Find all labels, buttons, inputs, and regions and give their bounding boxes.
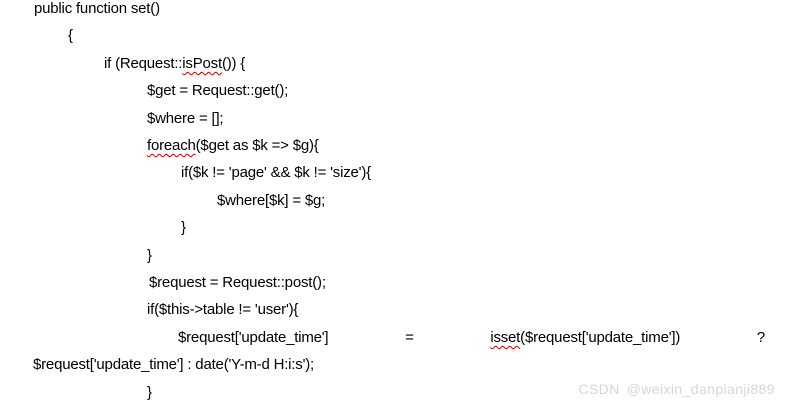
csdn-watermark: CSDN @weixin_danpianji889 [578, 381, 775, 397]
code-word-group: ? [757, 324, 765, 351]
code-word-group: $where = []; [147, 109, 224, 127]
watermark-brand: CSDN [578, 381, 620, 397]
code-token: if($this->table != 'user'){ [147, 301, 299, 319]
code-word-group: if($this->table != 'user'){ [147, 301, 298, 318]
code-token: if (Request:: [104, 54, 183, 72]
code-line: } [0, 242, 805, 269]
code-line: if($k != 'page' && $k != 'size'){ [0, 159, 805, 186]
code-line: public function set() [0, 0, 805, 22]
code-token: $where[$k] = $g; [217, 191, 326, 209]
code-word-group: } [181, 219, 186, 236]
code-line: $where[$k] = $g; [0, 187, 805, 214]
code-line: $get = Request::get(); [0, 77, 805, 104]
code-token: $where = []; [147, 109, 224, 127]
code-line: $request = Request::post(); [0, 269, 805, 296]
code-word-group: } [147, 384, 152, 401]
code-line: foreach($get as $k => $g){ [0, 132, 805, 159]
code-word-group: = [405, 324, 414, 351]
code-word-group: foreach($get as $k => $g){ [147, 137, 319, 154]
code-token: $request = Request::post(); [149, 274, 326, 292]
code-token: $request['update_time'] [178, 328, 329, 346]
code-word-group: { [68, 27, 73, 44]
code-token: $get = Request::get(); [147, 82, 289, 100]
misspelled-word: isset [490, 328, 521, 346]
code-line: $request['update_time'] = isset($request['… [0, 324, 805, 351]
code-line: if($this->table != 'user'){ [0, 296, 805, 323]
code-token: ($get as $k => $g){ [195, 137, 319, 155]
code-word-group: if($k != 'page' && $k != 'size'){ [181, 164, 371, 181]
code-token: ()) { [221, 54, 246, 72]
code-word-group: $where[$k] = $g; [217, 192, 325, 209]
code-word-group: public function set() [34, 0, 160, 17]
code-token: public function set() [34, 0, 160, 17]
code-line: { [0, 22, 805, 49]
code-word-group: $get = Request::get(); [147, 82, 288, 99]
code-word-group: $request = Request::post(); [149, 274, 326, 291]
code-word-group: } [147, 247, 152, 264]
code-line: if (Request::isPost()) { [0, 50, 805, 77]
code-token: ? [756, 328, 765, 346]
watermark-handle: @weixin_danpianji889 [626, 381, 775, 397]
misspelled-word: foreach [147, 137, 196, 155]
code-word-group: $request['update_time'] [178, 324, 329, 351]
code-word-group: if (Request::isPost()) { [104, 55, 245, 72]
code-line: $where = []; [0, 105, 805, 132]
misspelled-word: isPost [182, 54, 222, 72]
code-line: $request['update_time'] : date('Y-m-d H:… [0, 351, 805, 378]
code-token: { [68, 27, 73, 45]
code-word-group: isset($request['update_time']) [490, 324, 680, 351]
code-token: if($k != 'page' && $k != 'size'){ [181, 164, 371, 182]
code-token: ($request['update_time']) [520, 328, 681, 346]
code-token: } [181, 219, 186, 237]
code-token: = [405, 328, 414, 346]
code-word-group: $request['update_time'] : date('Y-m-d H:… [33, 356, 314, 373]
code-line: } [0, 379, 805, 406]
code-token: $request['update_time'] : date('Y-m-d H:… [33, 356, 315, 374]
code-token: } [147, 246, 152, 264]
code-line: } [0, 214, 805, 241]
code-token: } [147, 383, 152, 401]
